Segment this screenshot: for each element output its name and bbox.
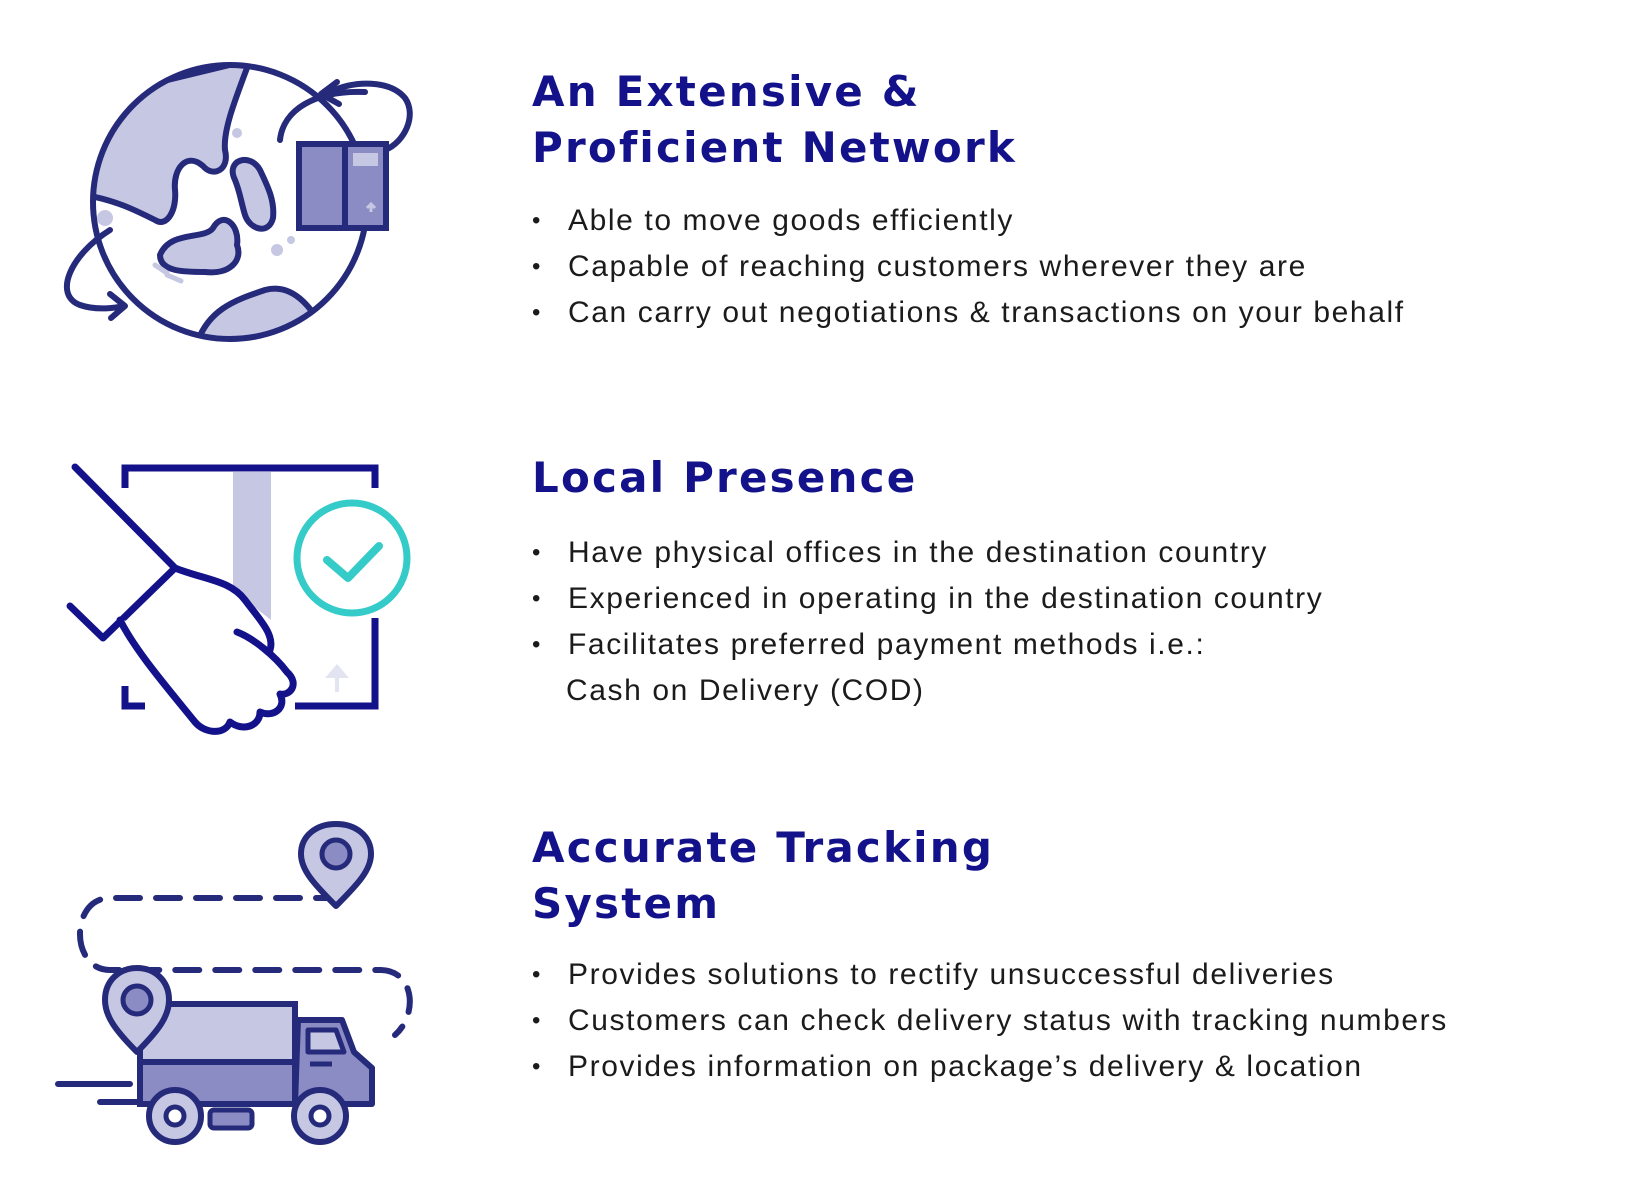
list-item: Provides information on package’s delive…: [532, 1044, 1448, 1090]
feature-network: An Extensive & Proficient Network Able t…: [0, 0, 1645, 380]
list-item: Provides solutions to rectify unsuccessf…: [532, 952, 1448, 998]
bullet-list: Able to move goods efficiently Capable o…: [532, 198, 1405, 336]
title-line: Local Presence: [532, 453, 918, 502]
section-title: Accurate Tracking System: [532, 820, 1448, 932]
title-line: System: [532, 879, 721, 928]
section-title: An Extensive & Proficient Network: [532, 64, 1405, 176]
title-line: Accurate Tracking: [532, 823, 995, 872]
list-item-text: Facilitates preferred payment methods i.…: [568, 628, 1206, 661]
bullet-list: Provides solutions to rectify unsuccessf…: [532, 952, 1448, 1090]
list-item: Capable of reaching customers wherever t…: [532, 244, 1405, 290]
list-item: Able to move goods efficiently: [532, 198, 1405, 244]
list-item: Experienced in operating in the destinat…: [532, 576, 1323, 622]
section-title: Local Presence: [532, 450, 1323, 506]
bullet-list: Have physical offices in the destination…: [532, 530, 1323, 714]
globe-with-package-icon: [63, 62, 413, 342]
list-item-continuation: Cash on Delivery (COD): [566, 674, 925, 707]
list-item: Can carry out negotiations & transaction…: [532, 290, 1405, 336]
feature-tracking: Accurate Tracking System Provides soluti…: [0, 800, 1645, 1200]
delivery-truck-route-icon: [55, 821, 413, 1145]
list-item: Customers can check delivery status with…: [532, 998, 1448, 1044]
list-item: Facilitates preferred payment methods i.…: [532, 622, 1323, 714]
title-line: An Extensive &: [532, 67, 921, 116]
list-item: Have physical offices in the destination…: [532, 530, 1323, 576]
hand-with-package-check-icon: [66, 463, 411, 735]
feature-local-presence: Local Presence Have physical offices in …: [0, 420, 1645, 760]
title-line: Proficient Network: [532, 123, 1018, 172]
